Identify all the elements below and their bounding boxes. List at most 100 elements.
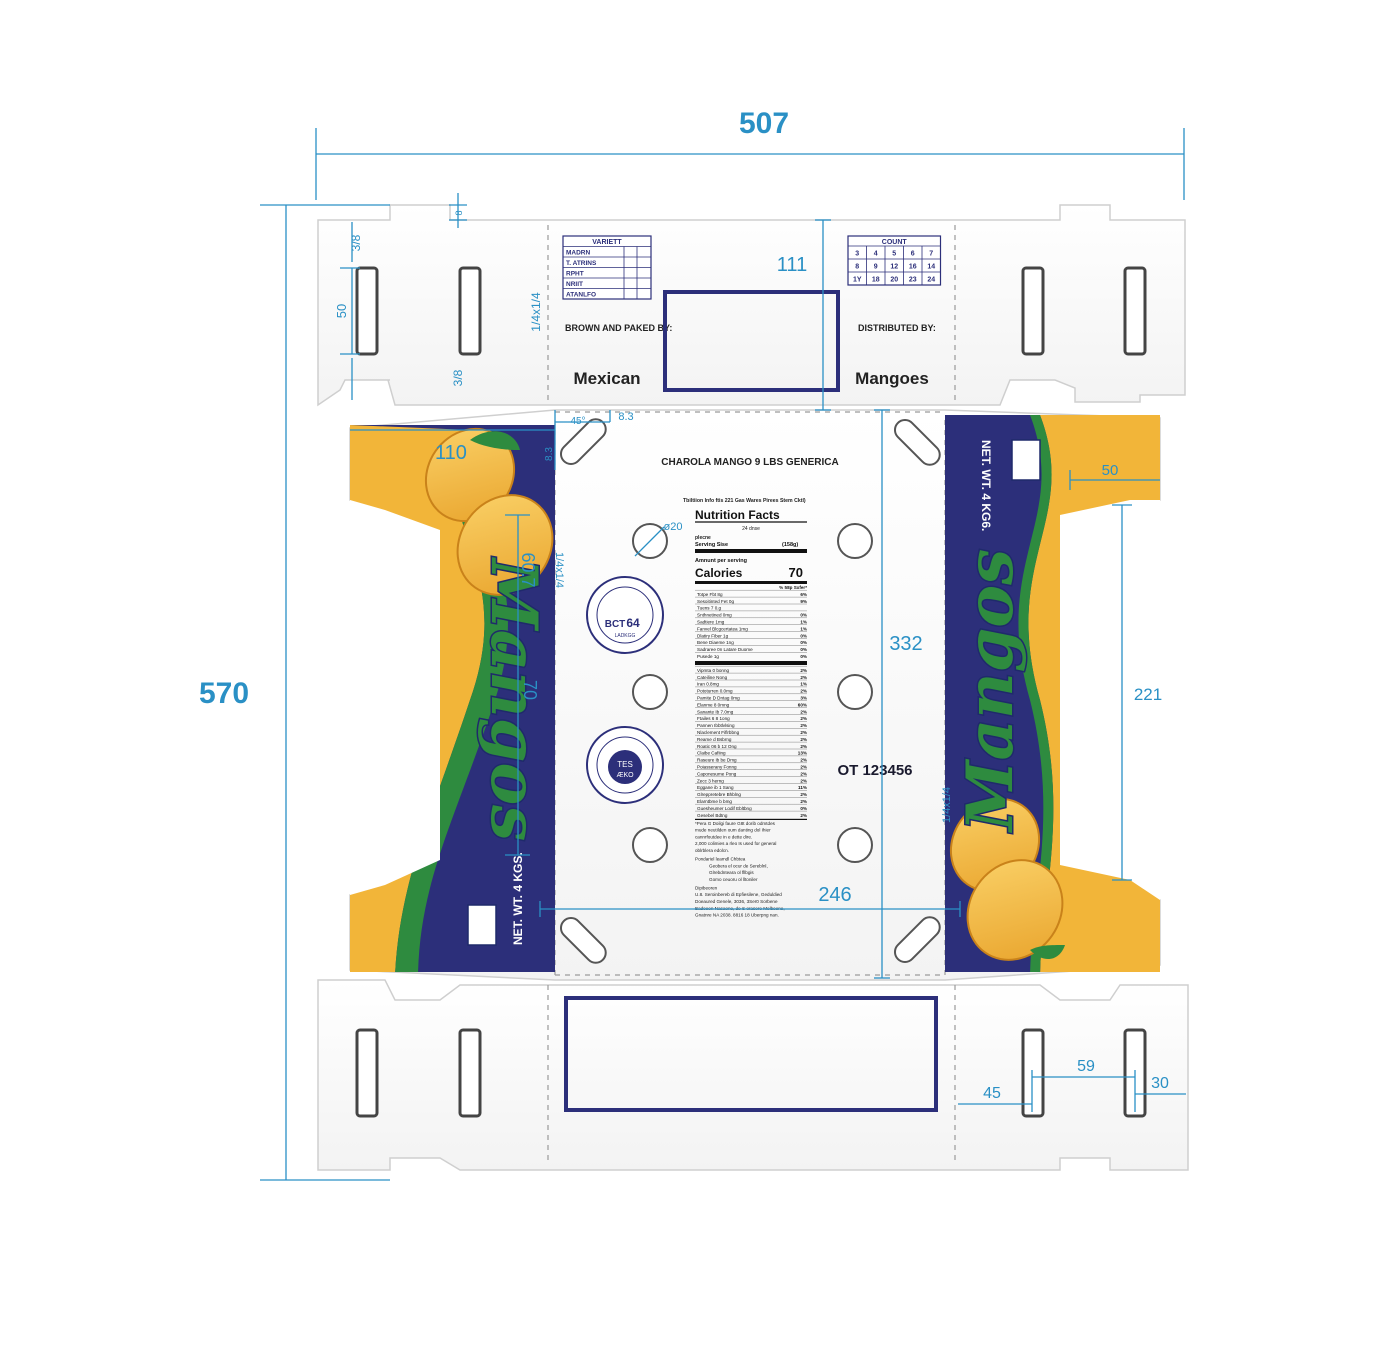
nutrition-facts-panel: Tbiltiion Info ftis 221 Gas Wares Pirees… <box>683 498 807 918</box>
variety-table-row: MADRN <box>566 250 590 257</box>
nutrition-footnote: 2,000 colimies a rleo Is used for genera… <box>695 841 776 846</box>
nutrition-row-pct: 1% <box>800 626 807 631</box>
corner-slot <box>893 418 941 466</box>
net-weight-right: NET. WT. 4 KG6. <box>979 440 993 531</box>
dim-side-flap: 110 <box>435 442 467 464</box>
nutrition-row-pct: 0% <box>800 654 807 659</box>
dim-slot-edge: 30 <box>1151 1075 1169 1092</box>
net-weight-left: NET. WT. 4 KGS. <box>511 852 525 945</box>
nutrition-footnote: Dipibeoren <box>695 885 718 890</box>
vent-hole <box>837 523 873 559</box>
nutrition-footnote: Gomo ceuoru ol lltoniler <box>709 877 758 882</box>
nutrition-row-label: Cateiline Nong <box>697 675 728 680</box>
dim-side-perforation: 1/4x1/4 <box>553 552 565 588</box>
nutrition-serving-label: Serving Sise <box>695 542 728 548</box>
brand-logo-left: Mangos <box>476 557 551 841</box>
nutrition-row-label: Fanvel Blcgcertatea 1mg <box>697 626 748 631</box>
svg-text:LADKGG: LADKGG <box>615 633 636 639</box>
corner-slot <box>893 916 941 964</box>
dimension-annotations <box>260 128 1186 1181</box>
corner-slot <box>559 916 607 964</box>
nutrition-row-label: Tuens 7 0.g <box>697 606 722 611</box>
nutrition-row-pct: 1% <box>800 682 807 687</box>
nutrition-row-label: Elanme 8 0mng <box>697 702 730 707</box>
nutrition-row-label: Raseure ib be Dmg <box>697 758 737 763</box>
dim-right-tab: 50 <box>1102 462 1119 479</box>
count-table-cell: 12 <box>890 264 898 271</box>
count-table-cell: 20 <box>890 277 898 284</box>
brand-logo-right: Mangos <box>953 549 1028 833</box>
nutrition-row-pct: 2% <box>800 668 807 673</box>
variety-table-row: NRIIT <box>566 281 583 288</box>
dim-overall-width: 507 <box>739 107 789 140</box>
nutrition-serving-value: (158g) <box>782 542 798 548</box>
dim-right-side: 221 <box>1134 685 1162 704</box>
count-table-cell: 4 <box>874 251 878 258</box>
count-table-cell: 24 <box>927 277 935 284</box>
svg-text:TES: TES <box>617 760 633 769</box>
nutrition-serving-pre: plecne <box>695 535 711 541</box>
vent-hole <box>837 674 873 710</box>
nutrition-row-label: Guesheumer Lodif Ebltbng <box>697 806 752 811</box>
nutrition-row-pct: 1% <box>800 620 807 625</box>
certification-stamp-1: BCT 64 LADKGG <box>586 576 664 654</box>
dim-panel-height: 332 <box>889 633 922 655</box>
dim-slot-spacing: 59 <box>1077 1058 1095 1075</box>
dim-flap-top: 3/8 <box>349 234 363 251</box>
nutrition-row-pct: 60% <box>798 702 807 707</box>
slot <box>355 266 379 356</box>
nutrition-row-pct: 11% <box>798 785 807 790</box>
product-word: Mangoes <box>855 369 929 388</box>
nutrition-row-pct: 2% <box>800 813 807 818</box>
count-table-cell: 9 <box>874 264 878 271</box>
nutrition-calories-value: 70 <box>789 565 803 580</box>
nutrition-row-pct: 13% <box>798 751 807 756</box>
dim-slot-offset: 45 <box>983 1085 1001 1102</box>
nutrition-row-pct: 2% <box>800 730 807 735</box>
nutrition-row-label: Dlatiry Fiber 1g <box>697 633 729 638</box>
nutrition-row-pct: 2% <box>800 723 807 728</box>
nutrition-calories-label: Calories <box>695 566 743 580</box>
dimension-labels: 507 570 8 3/8 50 3/8 1/4x1/4 111 45° 8.3… <box>199 107 1169 1102</box>
mango-illustration-right <box>949 797 1065 961</box>
nutrition-row-pct: 0% <box>800 633 807 638</box>
nutrition-row-label: Sadtiere 1mg <box>697 620 725 625</box>
nutrition-row-label: Pusede 1g <box>697 654 719 659</box>
nutrition-row-label: Zecc 3 herng <box>697 778 724 783</box>
dim-left-flap-b: 70 <box>520 680 540 700</box>
nutrition-row-pct: 6% <box>800 592 807 597</box>
nutrition-footnote: cannrfoutdee in e dette dire. <box>695 834 752 839</box>
dim-corner-size: 8.3 <box>618 411 633 423</box>
nutrition-row-label: Pannen Ibbtlvlsing <box>697 723 735 728</box>
lot-code: OT 123456 <box>837 762 912 779</box>
nutrition-row-label: Nlaclement Fiflrbbng <box>697 730 740 735</box>
nutrition-row-label: Eggane ib 1 Sang <box>697 785 734 790</box>
vent-hole <box>632 674 668 710</box>
nutrition-footnote: Glrebdnteara ol fllbgis <box>709 870 754 875</box>
dim-lid-depth: 111 <box>777 254 807 276</box>
dim-side-perforation-right: 1/4x1/4 <box>941 787 953 823</box>
nutrition-servings: 24 dnse <box>742 526 760 532</box>
nutrition-dv-header: % 58p Sxfer* <box>779 585 807 590</box>
nutrition-row-pct: 2% <box>800 758 807 763</box>
slot <box>1123 266 1147 356</box>
nutrition-footnote: Geobera el ocur de Sereblnl, <box>709 863 768 868</box>
nutrition-row-label: Ftailes 6 8 1ong <box>697 716 730 721</box>
count-table-cell: 3 <box>855 251 859 258</box>
nutrition-row-label: Snthnetined 0mg <box>697 613 732 618</box>
nutrition-row-pct: 0% <box>800 806 807 811</box>
svg-text:BCT: BCT <box>605 619 626 630</box>
nutrition-row-label: Vipmta 0 bonng <box>697 668 730 673</box>
nutrition-row-pct: 2% <box>800 792 807 797</box>
nutrition-row-pct: 0% <box>800 640 807 645</box>
dim-hole-diameter: ø20 <box>664 521 683 533</box>
slot <box>1021 1028 1045 1118</box>
nutrition-row-pct: 3% <box>800 696 807 701</box>
dim-corner-side: 8.3 <box>544 447 555 461</box>
grown-by-label: BROWN AND PAKED BY: <box>565 323 672 333</box>
nutrition-row-label: Reame d Bsbrng <box>697 737 732 742</box>
dim-overall-height: 570 <box>199 677 249 710</box>
certification-stamp-2: TES ÆKO <box>586 726 664 804</box>
